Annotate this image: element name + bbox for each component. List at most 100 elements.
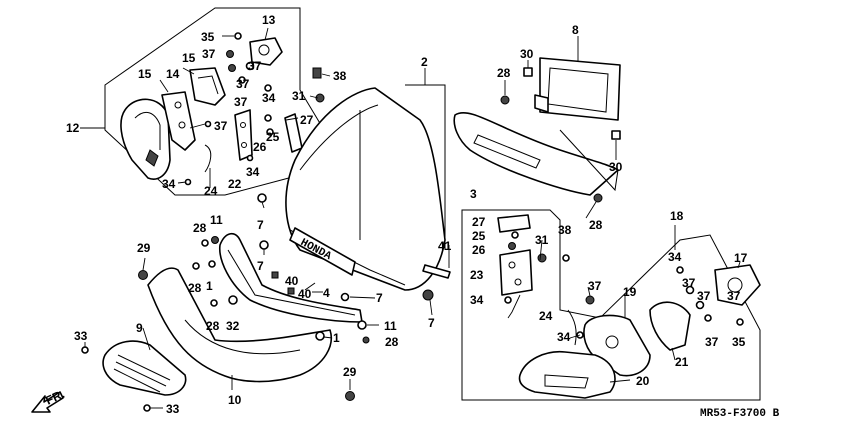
callout-32: 31 <box>535 233 549 247</box>
callout-7: 7 <box>257 218 264 232</box>
callout-16: 15 <box>182 51 196 65</box>
callout-37: 34 <box>668 250 682 264</box>
callout-10: 9 <box>136 321 143 335</box>
callout-26: 26 <box>472 243 486 257</box>
callout-11: 11 <box>384 319 397 333</box>
callout-25: 25 <box>266 130 280 144</box>
callout-2: 2 <box>421 55 428 69</box>
callout-15: 15 <box>138 67 152 81</box>
callout-31: 30 <box>520 47 534 61</box>
callout-24: 24 <box>204 184 218 198</box>
callout-1: 1 <box>206 279 213 293</box>
part-2-windscreen: HONDA <box>285 87 446 291</box>
callout-4: 4 <box>323 286 330 300</box>
callout-40: 40 <box>298 287 312 301</box>
callout-25: 25 <box>472 229 486 243</box>
front-direction-label: FR. <box>43 387 66 408</box>
callout-7: 7 <box>376 291 383 305</box>
leader-lines <box>84 27 741 409</box>
callout-32: 31 <box>292 89 306 103</box>
callout-22: 22 <box>228 177 242 191</box>
callout-38: 37 <box>588 279 602 293</box>
part-10-duct <box>102 340 187 396</box>
callout-37: 34 <box>262 91 276 105</box>
callout-36: 35 <box>201 30 215 44</box>
callout-38: 37 <box>234 95 248 109</box>
part-24-cable <box>204 144 212 173</box>
group-frame-17 <box>461 209 761 401</box>
callout-35: 34 <box>162 177 176 191</box>
callout-7: 7 <box>257 259 264 273</box>
callout-41: 41 <box>438 239 452 253</box>
callout-20: 20 <box>636 374 650 388</box>
part-20-mirror-housing <box>518 350 616 399</box>
callout-38: 37 <box>202 47 216 61</box>
callout-38: 37 <box>236 77 250 91</box>
callout-3: 3 <box>470 187 477 201</box>
callout-12: 12 <box>66 121 80 135</box>
part-14-bracket <box>161 91 196 151</box>
callout-1: 1 <box>333 331 340 345</box>
callout-38: 37 <box>697 289 711 303</box>
callout-34: 33 <box>166 402 180 416</box>
part-27-plate-right <box>497 214 531 233</box>
callout-21: 21 <box>675 355 689 369</box>
callout-38: 37 <box>248 59 262 73</box>
callout-38: 37 <box>682 276 696 290</box>
callout-11: 11 <box>210 213 223 227</box>
part-16-cover <box>189 67 226 106</box>
callout-17: 18 <box>670 209 684 223</box>
callout-38: 37 <box>214 119 228 133</box>
leader-35-r <box>507 294 521 319</box>
part-23-stay <box>499 249 533 296</box>
callout-30: 29 <box>137 241 151 255</box>
callout-13: 13 <box>262 13 276 27</box>
part-4-garnish <box>219 232 363 323</box>
fasteners-left-group <box>184 32 325 186</box>
callout-29: 28 <box>589 218 603 232</box>
callout-35: 34 <box>246 165 260 179</box>
leader-3-9 <box>559 129 619 192</box>
callout-35: 34 <box>557 330 571 344</box>
callout-7: 7 <box>428 316 435 330</box>
callout-38: 37 <box>727 289 741 303</box>
part-13-cap <box>249 37 283 66</box>
callout-labels: 13 35 37 37 15 37 34 14 15 12 37 37 31 3… <box>66 13 748 416</box>
callout-39: 38 <box>558 223 572 237</box>
callout-28: 28 <box>206 319 220 333</box>
callout-38: 37 <box>705 335 719 349</box>
callout-14: 14 <box>166 67 180 81</box>
callout-23: 23 <box>470 268 484 282</box>
part-18-cap <box>714 264 761 306</box>
callout-33: 32 <box>226 319 240 333</box>
callout-40: 40 <box>285 274 299 288</box>
front-direction-arrow <box>31 391 64 413</box>
callout-28: 28 <box>385 335 399 349</box>
leader-2 <box>405 84 446 250</box>
callout-30: 29 <box>343 365 357 379</box>
part-41-strip <box>422 264 451 279</box>
callout-29: 28 <box>497 66 511 80</box>
callout-39: 38 <box>333 69 347 83</box>
part-8-lower-cowl <box>147 267 332 383</box>
callout-27: 27 <box>300 113 314 127</box>
callout-19: 19 <box>623 285 637 299</box>
callout-28: 28 <box>193 221 207 235</box>
figure-code: MR53-F3700 B <box>700 408 780 420</box>
callout-35: 34 <box>470 293 484 307</box>
part-21-cover <box>649 301 691 351</box>
part-9-meter-frame <box>534 57 621 121</box>
callout-34: 33 <box>74 329 88 343</box>
leader-40 <box>304 282 316 291</box>
callout-31: 30 <box>609 160 623 174</box>
callout-24: 24 <box>539 309 553 323</box>
fasteners-right-group <box>504 231 744 339</box>
part-22-stay <box>234 109 253 161</box>
callout-8: 10 <box>228 393 242 407</box>
callout-9: 8 <box>572 23 579 37</box>
part-24-cable-right <box>567 309 577 346</box>
callout-26: 26 <box>253 140 267 154</box>
callout-28: 28 <box>188 281 202 295</box>
callout-27: 27 <box>472 215 486 229</box>
